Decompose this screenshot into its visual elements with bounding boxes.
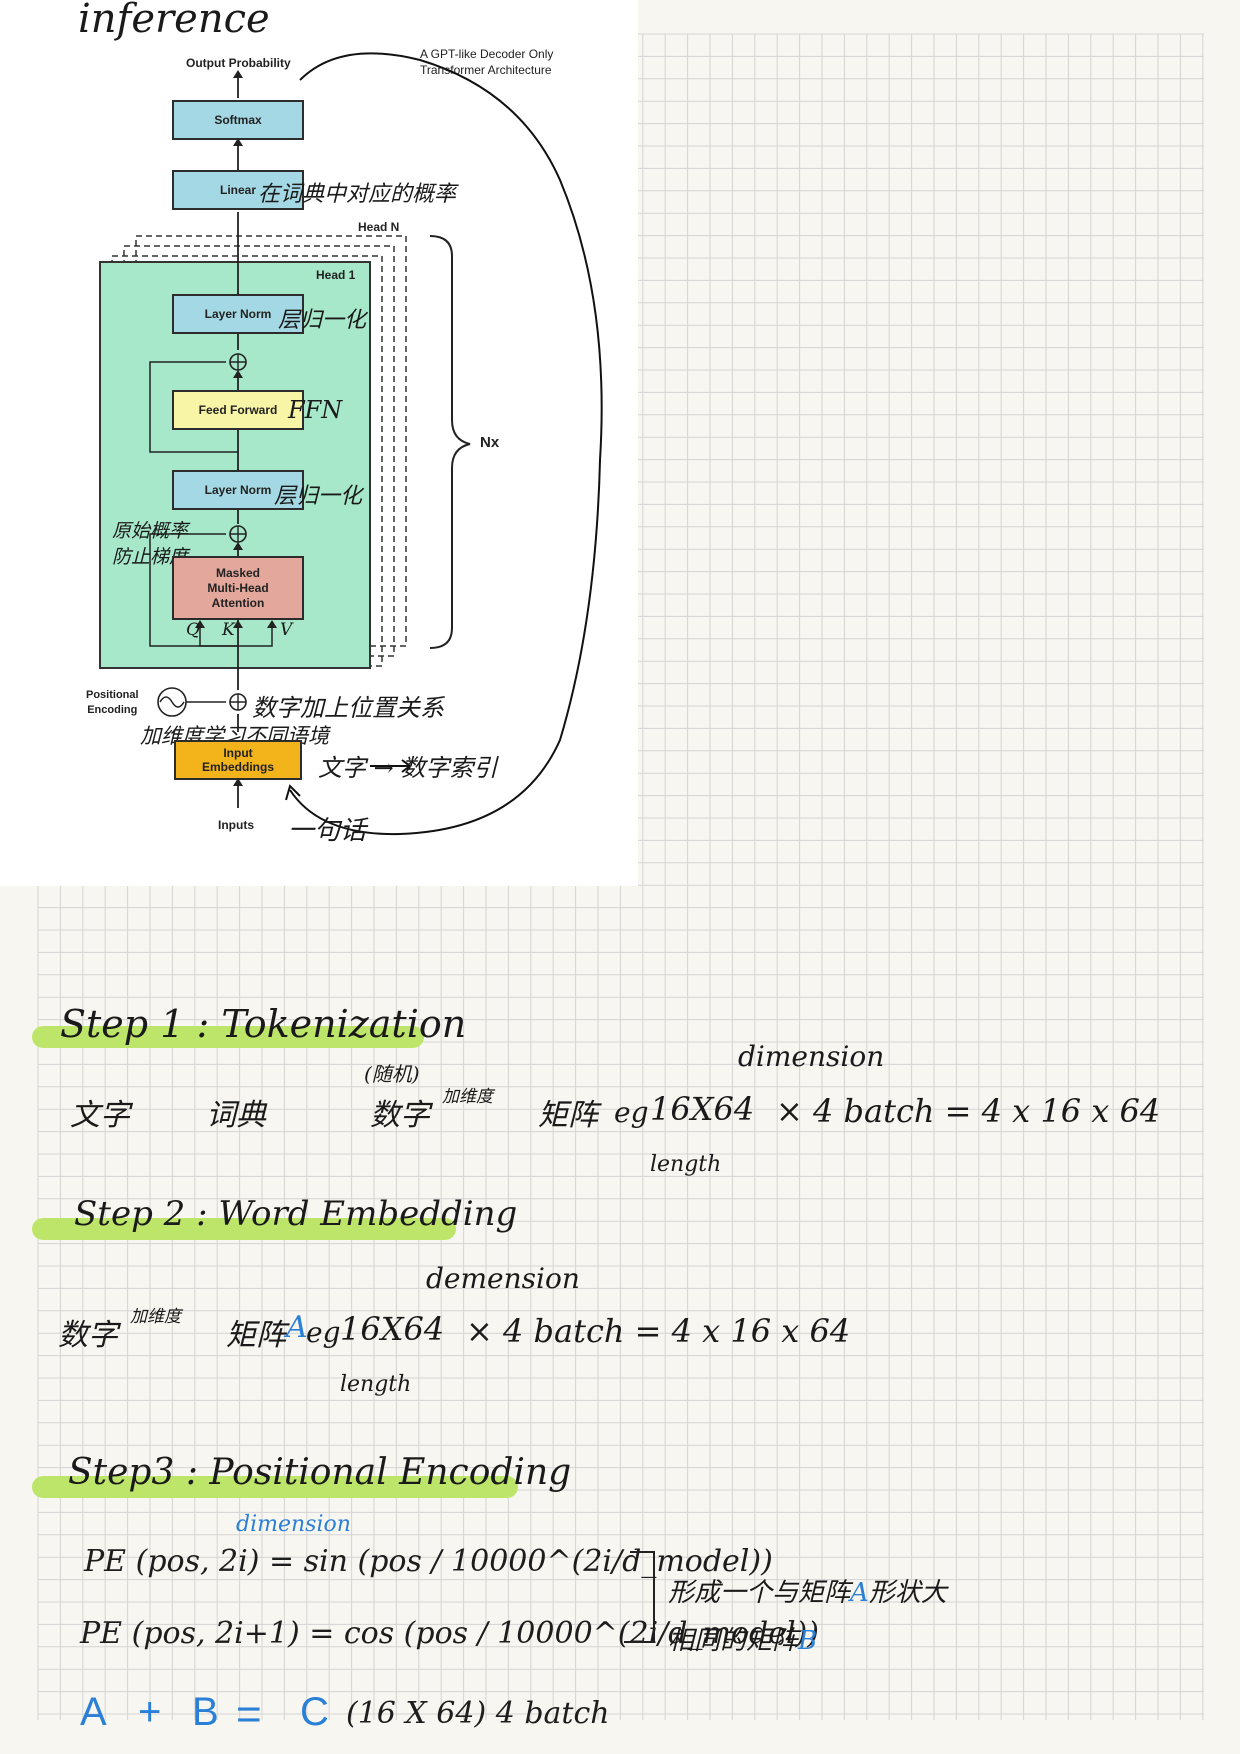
step3-title: Step3 : Positional Encoding [68,1452,572,1493]
layer-norm-bottom-box: Layer Norm [172,470,304,510]
transformer-diagram-panel: inference A GPT-like Decoder Only Transf… [0,0,638,886]
head-n-label: Head N [358,220,400,234]
k-label: K [222,620,235,640]
sum-shape: (16 X 64) 4 batch [346,1696,610,1731]
step2-batch: × 4 batch = 4 x 16 x 64 [466,1312,851,1350]
plus-note: 数字加上位置关系 [252,694,444,722]
step2-highlight [32,1218,456,1240]
step1-highlight [32,1026,424,1048]
step2-add-dim: 加维度 [130,1307,181,1327]
sum-a: A [80,1690,107,1734]
inference-title: inference [78,0,270,42]
note-line2-text: 相同的矩阵 [668,1626,799,1656]
sum-b: B [192,1690,219,1734]
step1-dict: 词典 [206,1098,266,1133]
nx-label: Nx [480,434,500,451]
sum-eq: = [236,1690,262,1739]
linear-box: Linear [172,170,304,210]
pe-cos-formula: PE (pos, 2i+1) = cos (pos / 10000^(2i/d_… [80,1616,819,1651]
step2-eg: eg [306,1316,341,1349]
step2-dimension: demension [426,1262,580,1295]
softmax-box: Softmax [172,100,304,140]
step3-note-line1: 形成一个与矩阵A形状大 [668,1572,947,1609]
step2-title: Step 2 : Word Embedding [74,1194,518,1234]
feed-forward-box: Feed Forward [172,390,304,430]
step1-length: length [650,1152,722,1177]
step1-number: 数字 [370,1098,430,1133]
inputs-label: Inputs [218,818,254,832]
embed-note: 文字 → 数字索引 [318,754,498,782]
step3-highlight [32,1476,518,1498]
step2-shape: 16X64 [340,1310,445,1348]
step1-title: Step 1 : Tokenization [60,1002,467,1046]
inputs-note: 一句话 [288,816,367,846]
step2-matrix: 矩阵 [226,1318,286,1353]
sum-c: C [300,1690,329,1734]
residual-note: 原始概率 防止梯度 [112,520,189,568]
layer-norm-bottom-note: 层归一化 [274,484,363,509]
feed-forward-note: FFN [288,396,343,424]
step1-matrix: 矩阵 [538,1098,598,1133]
step1-random: (随机) [364,1062,420,1086]
step1-add-dim: 加维度 [442,1087,493,1107]
layer-norm-top-box: Layer Norm [172,294,304,334]
positional-encoding-label: Positional Encoding [86,689,139,716]
masked-attention-box: Masked Multi-Head Attention [172,556,304,620]
step3-note-line2: 相同的矩阵B [668,1620,817,1657]
step1-text: 文字 [70,1098,130,1133]
nx-brace [429,235,471,649]
pe-sin-formula: PE (pos, 2i) = sin (pos / 10000^(2i/d_mo… [84,1544,773,1579]
step1-eg: eg [614,1096,649,1129]
v-label: V [280,620,293,640]
output-probability-label: Output Probability [186,56,291,70]
step2-matrix-a: A [286,1310,308,1345]
note-line2-b: B [798,1626,818,1656]
step1-batch: × 4 batch = 4 x 16 x 64 [776,1092,1161,1130]
sum-plus: + [138,1690,162,1734]
note-line1-end: 形状大 [868,1578,947,1608]
linear-note: 在词典中对应的概率 [258,182,457,207]
note-line1-text: 形成一个与矩阵 [668,1578,851,1608]
layer-norm-top-note: 层归一化 [278,308,367,333]
head-1-label: Head 1 [316,268,356,282]
input-embeddings-box: Input Embeddings [174,740,302,780]
autoregressive-loop [289,52,603,836]
step2-length: length [340,1372,412,1397]
q-label: Q [186,620,200,640]
diagram-caption: A GPT-like Decoder Only Transformer Arch… [420,47,554,77]
step3-dimension: dimension [236,1512,351,1537]
step1-dimension: dimension [738,1040,885,1073]
step3-bracket [624,1551,655,1643]
step2-number: 数字 [58,1318,118,1353]
note-line1-a: A [850,1578,869,1608]
step1-shape: 16X64 [650,1090,755,1128]
